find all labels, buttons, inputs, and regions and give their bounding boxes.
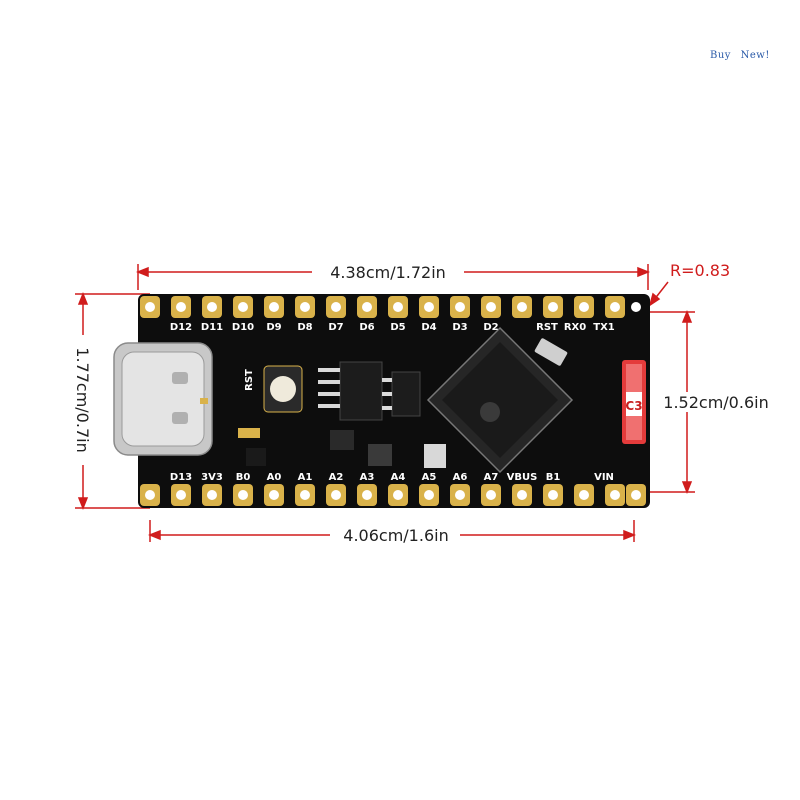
pin-label-bottom: VBUS <box>507 472 538 483</box>
pin-label-bottom: A5 <box>422 472 437 483</box>
pin-label-bottom: A1 <box>298 472 313 483</box>
left-height-label: 1.77cm/0.7in <box>73 347 92 452</box>
pin-label-top: D9 <box>266 322 281 333</box>
pin-label-top: D12 <box>170 322 192 333</box>
pin-label-bottom: A2 <box>329 472 344 483</box>
flash-chip <box>318 361 421 421</box>
esp32-c3-chip <box>426 326 574 474</box>
pin-label-bottom: A6 <box>453 472 468 483</box>
pin-label-bottom: B0 <box>236 472 251 483</box>
bottom-pin-labels: D13 3V3 B0 A0 A1 A2 A3 A4 A5 A6 A7 VBUS … <box>170 472 614 483</box>
pin-label-top: D7 <box>328 322 343 333</box>
pin-label-bottom: A0 <box>267 472 282 483</box>
antenna-label: C3 <box>625 399 642 413</box>
corner-radius-label: R=0.83 <box>670 261 730 280</box>
right-height-label: 1.52cm/0.6in <box>663 393 768 412</box>
top-header-pads <box>140 296 641 318</box>
ceramic-antenna <box>622 360 646 444</box>
crystal-component <box>424 338 568 468</box>
buy-new-link[interactable]: Buy New! <box>710 50 770 61</box>
bottom-header-pads <box>140 484 646 506</box>
pin-label-bottom: A4 <box>391 472 406 483</box>
pin-label-top: D4 <box>421 322 436 333</box>
pin-label-bottom: 3V3 <box>201 472 223 483</box>
pin-label-top: D10 <box>232 322 254 333</box>
top-width-label: 4.38cm/1.72in <box>330 263 446 282</box>
pin-label-bottom: B1 <box>546 472 561 483</box>
pin-label-top: D6 <box>359 322 374 333</box>
pin-label-top: TX1 <box>593 322 615 333</box>
bottom-width-label: 4.06cm/1.6in <box>343 526 448 545</box>
pin-label-bottom: D13 <box>170 472 192 483</box>
pin-label-bottom: A3 <box>360 472 375 483</box>
pin-label-top: D5 <box>390 322 405 333</box>
pin-label-top: D3 <box>452 322 467 333</box>
pin-label-top: D11 <box>201 322 223 333</box>
pin-label-top: D2 <box>483 322 498 333</box>
reset-button <box>263 365 303 413</box>
usb-c-connector <box>113 342 213 456</box>
pin-label-top: RX0 <box>564 322 586 333</box>
pin-label-top: D8 <box>297 322 312 333</box>
reset-label: RST <box>244 369 255 391</box>
pin-label-bottom: A7 <box>484 472 499 483</box>
small-components <box>200 398 392 466</box>
top-pin-labels: D12 D11 D10 D9 D8 D7 D6 D5 D4 D3 D2 RST … <box>170 322 615 333</box>
pin-label-top: RST <box>536 322 558 333</box>
pin-label-bottom: VIN <box>594 472 614 483</box>
